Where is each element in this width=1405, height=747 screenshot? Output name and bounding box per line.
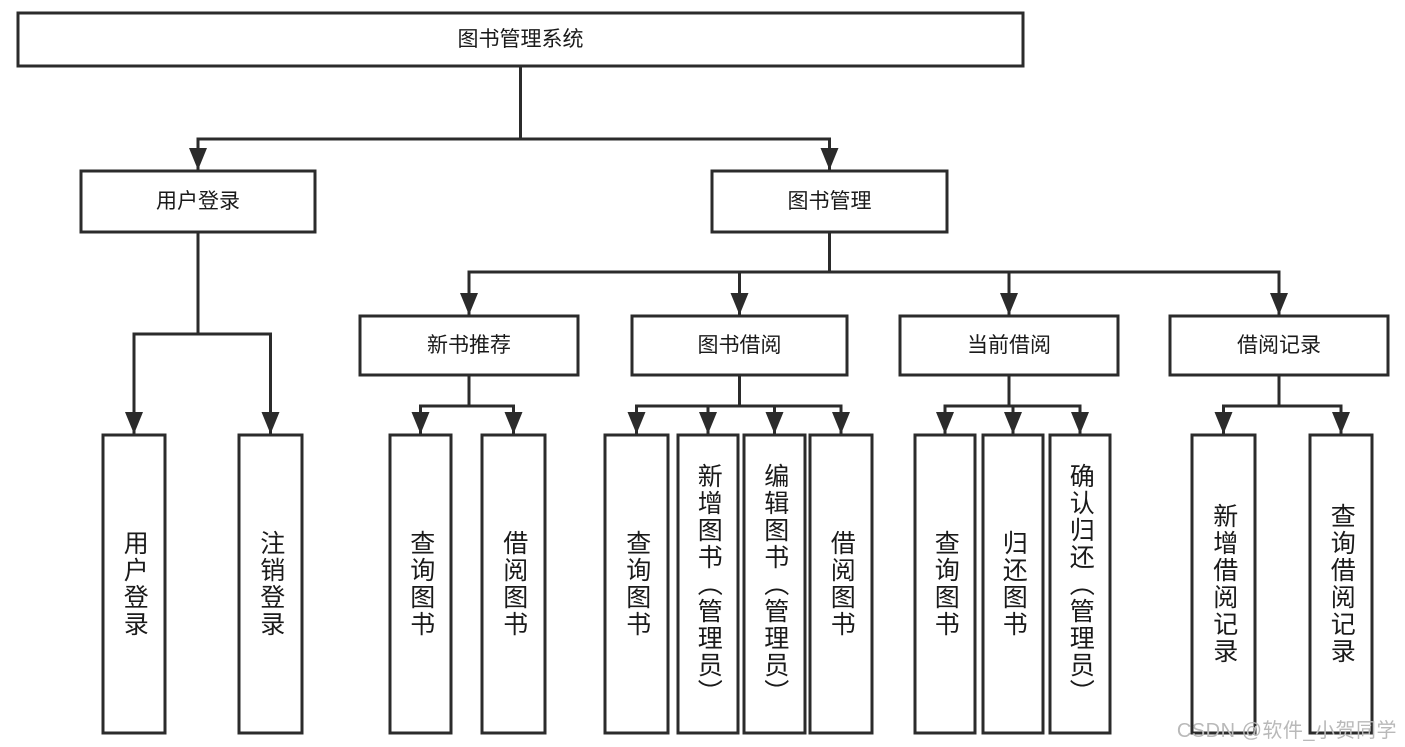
node-level3-借阅记录[interactable]: 借阅记录: [1168, 314, 1390, 377]
arrow-head-icon-level2-1: [820, 148, 839, 170]
node-level2-用户登录-label: 用户登录: [156, 190, 240, 213]
arrow-head-icon-leaf-4-1: [1332, 412, 1350, 434]
arrow-head-icon-level2-0: [189, 148, 207, 170]
node-leaf-5[interactable]: [676, 433, 740, 735]
arrow-head-icon-leaf-2-3: [832, 412, 850, 434]
node-level3-借阅记录-label: 借阅记录: [1237, 334, 1321, 357]
node-leaf-11[interactable]: [1190, 433, 1257, 735]
arrow-head-icon-leaf-3-1: [1004, 412, 1022, 434]
node-root-图书管理系统[interactable]: 图书管理系统: [16, 11, 1025, 68]
node-leaf-3[interactable]: [480, 433, 547, 735]
node-level3-当前借阅-label: 当前借阅: [967, 334, 1051, 357]
arrow-head-icon-leaf-2-1: [699, 412, 717, 434]
node-level3-新书推荐[interactable]: 新书推荐: [358, 314, 580, 377]
node-leaf-7[interactable]: [808, 433, 874, 735]
arrow-head-icon-leaf-1-0: [411, 412, 430, 434]
node-level2-用户登录[interactable]: 用户登录: [79, 169, 317, 234]
arrow-head-icon-level3-1: [730, 293, 749, 315]
node-level3-图书借阅-label: 图书借阅: [698, 334, 782, 357]
arrow-head-icon-level3-3: [1270, 293, 1288, 315]
arrow-head-icon-level3-0: [460, 293, 478, 315]
node-level2-图书管理-label: 图书管理: [788, 190, 872, 213]
arrow-head-icon-leaf-0-1: [261, 412, 280, 434]
node-level3-当前借阅[interactable]: 当前借阅: [898, 314, 1120, 377]
node-level3-图书借阅[interactable]: 图书借阅: [630, 314, 849, 377]
node-leaf-1[interactable]: [237, 433, 304, 735]
node-leaf-2[interactable]: [388, 433, 453, 735]
arrow-head-icon-leaf-2-2: [765, 412, 784, 434]
node-root-图书管理系统-label: 图书管理系统: [458, 28, 584, 51]
node-leaf-9[interactable]: [981, 433, 1045, 735]
arrow-head-icon-leaf-2-0: [627, 412, 646, 434]
node-leaf-12[interactable]: [1308, 433, 1374, 735]
arrow-head-icon-leaf-4-0: [1214, 412, 1233, 434]
node-leaf-6[interactable]: [742, 433, 807, 735]
node-leaf-0[interactable]: [101, 433, 167, 735]
arrow-head-icon-leaf-1-1: [504, 412, 523, 434]
node-leaf-10[interactable]: [1048, 433, 1112, 735]
node-leaf-4[interactable]: [603, 433, 670, 735]
arrow-head-icon-leaf-3-0: [936, 412, 954, 434]
connectors-layer: [125, 64, 1350, 436]
node-level3-新书推荐-label: 新书推荐: [427, 334, 511, 357]
arrow-head-icon-leaf-0-0: [125, 412, 143, 434]
arrow-head-icon-leaf-3-2: [1071, 412, 1089, 434]
node-level2-图书管理[interactable]: 图书管理: [710, 169, 949, 234]
arrow-head-icon-level3-2: [1000, 293, 1018, 315]
watermark-text: CSDN @软件_小贺同学: [1176, 720, 1397, 742]
node-leaf-8[interactable]: [913, 433, 977, 735]
